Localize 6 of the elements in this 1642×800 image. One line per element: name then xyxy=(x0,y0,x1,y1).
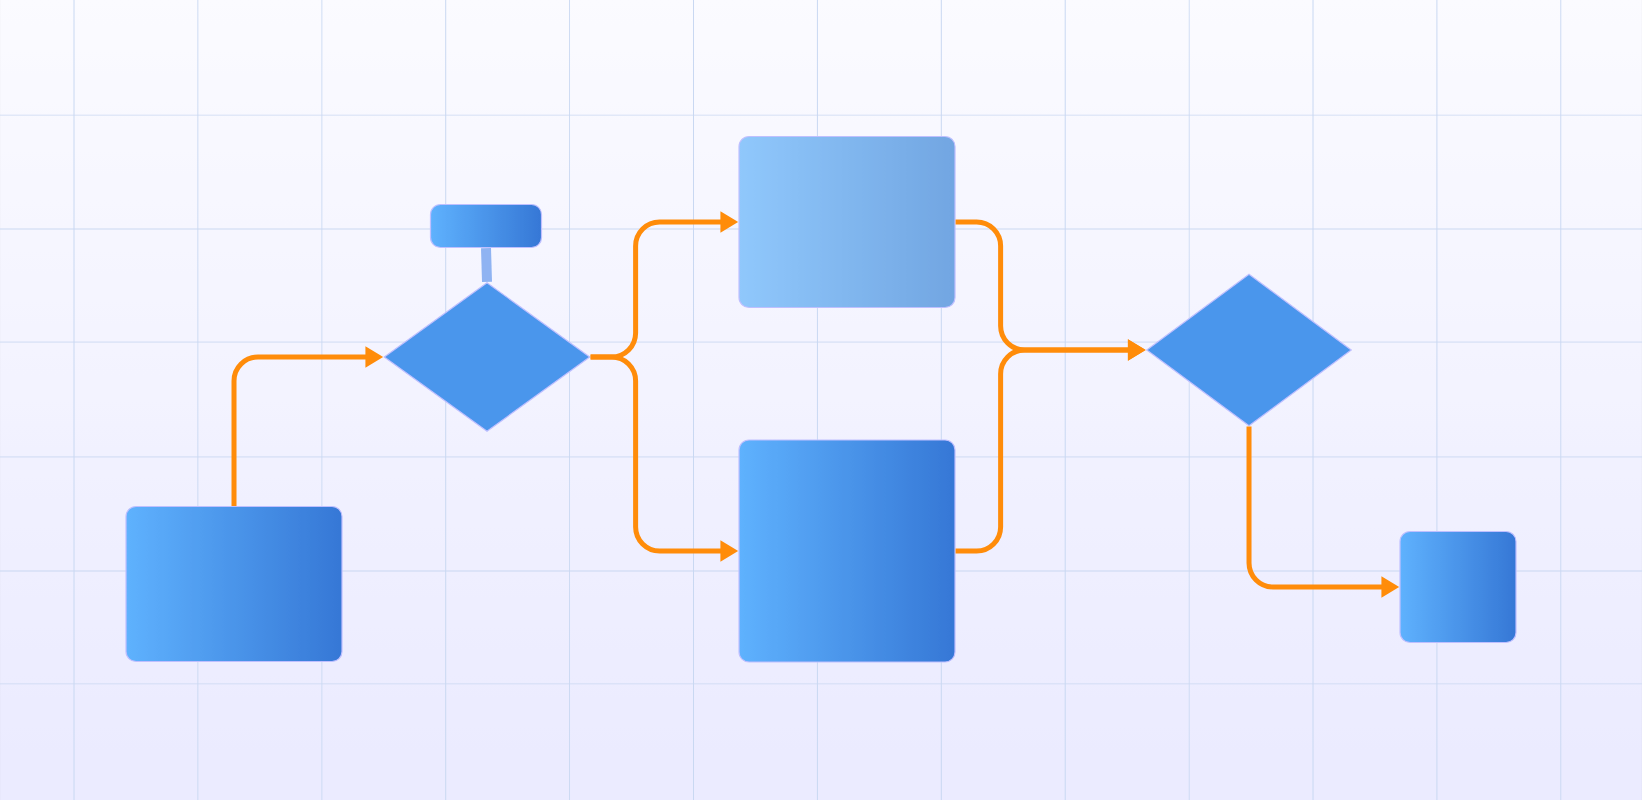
process-box xyxy=(738,439,956,663)
process-box xyxy=(738,135,956,309)
process-box xyxy=(125,505,343,663)
process-box xyxy=(1399,530,1517,644)
decision-diamond xyxy=(383,282,591,432)
process-box xyxy=(429,203,543,249)
